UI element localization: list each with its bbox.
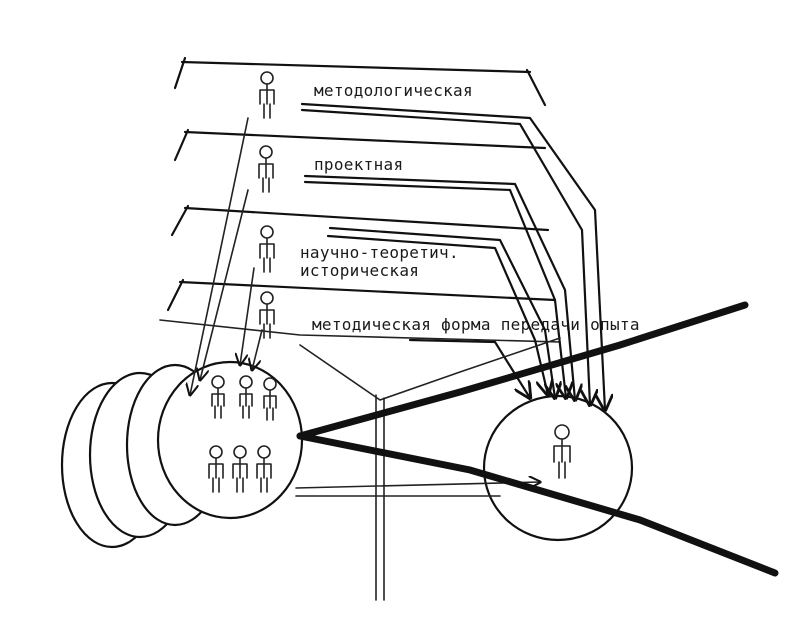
person-figure-project	[258, 145, 274, 193]
person-figure-methodical	[259, 291, 275, 339]
level-line-project	[183, 130, 547, 150]
level-line-methodological-left-tick	[173, 56, 187, 90]
transfer-arrows	[295, 102, 605, 497]
level-figures	[258, 71, 275, 339]
label-project: проектная	[314, 155, 403, 174]
group-figures	[208, 375, 277, 493]
individual-circle	[482, 394, 634, 542]
label-methodical-transfer: методическая форма передачи опыта	[312, 315, 640, 334]
person-figure-methodological	[259, 71, 275, 119]
group-person-2	[239, 375, 253, 419]
level-line-scientific	[183, 206, 550, 232]
disc-front-group	[156, 360, 304, 520]
level-line-methodological	[180, 60, 532, 74]
level-line-historical-tick	[166, 278, 185, 312]
level-line-project-tick	[173, 128, 190, 162]
level-line-scientific-tick	[170, 204, 190, 237]
group-person-1	[211, 375, 225, 419]
label-methodological: методологическая	[314, 81, 473, 100]
vertical-divider	[375, 394, 385, 601]
level-line-historical	[178, 280, 557, 302]
individual-person	[553, 424, 571, 479]
group-person-4	[208, 445, 224, 493]
thin-diagonal	[299, 337, 561, 401]
level-line-methodological-right-tick	[525, 68, 547, 107]
heavy-line-upper	[296, 301, 749, 440]
heavy-line-lower	[296, 432, 779, 577]
descent-arrows	[190, 117, 263, 395]
group-person-5	[232, 445, 248, 493]
level-line-methodical	[159, 319, 561, 343]
label-historical: историческая	[300, 261, 419, 280]
group-person-6	[256, 445, 272, 493]
person-figure-scientific	[259, 225, 275, 273]
label-scientific-theoretical: научно-теоретич.	[300, 243, 459, 262]
disc-stack	[60, 360, 304, 549]
group-person-3	[263, 377, 277, 421]
